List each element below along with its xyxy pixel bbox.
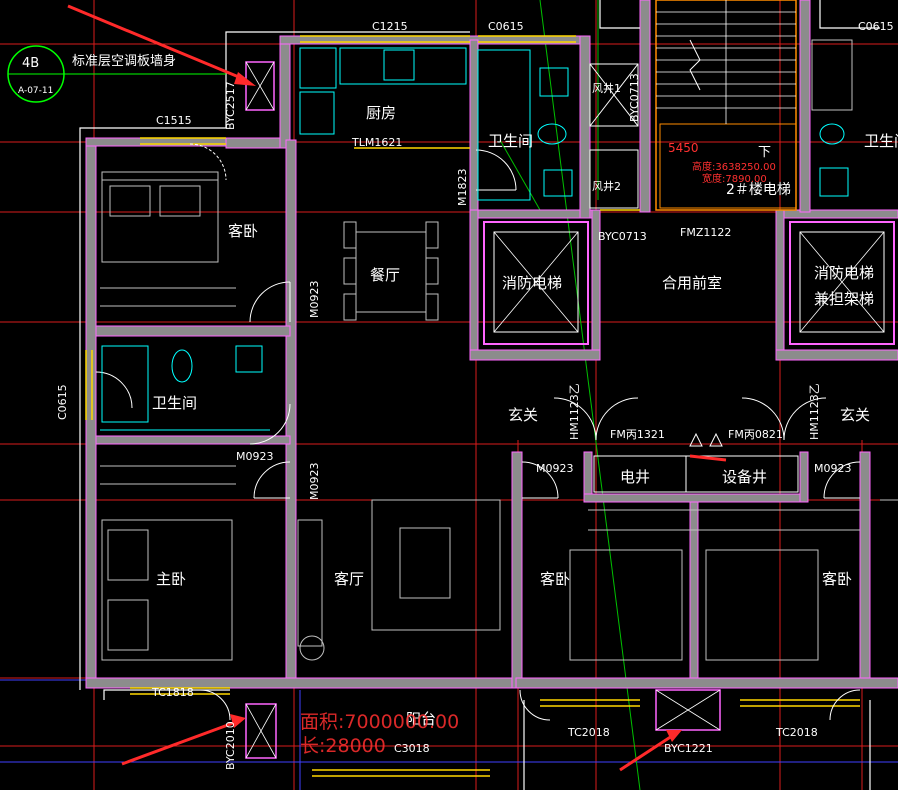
room-bath-left: 卫生间 (152, 394, 197, 412)
balcony-red-2: 长:28000 (300, 735, 386, 757)
tag-fm1321: FM丙1321 (610, 428, 665, 441)
stair-red-3: 宽度:7890.00 (702, 172, 767, 185)
room-bath-right: 卫生间 (864, 132, 898, 150)
balcony-red-1: 面积:7000000.00 (300, 711, 459, 733)
outer-wall-lines (79, 0, 880, 790)
tag-m0923a: M0923 (308, 281, 321, 319)
tag-m1823: M1823 (456, 169, 469, 207)
room-living: 客厅 (334, 570, 364, 588)
fixtures (100, 47, 849, 431)
tag-m0923e: M0923 (814, 462, 852, 475)
room-equip: 设备井 (722, 468, 767, 486)
vent-shafts (589, 63, 639, 209)
tag-tc2018a: TC2018 (567, 726, 610, 739)
tag-tlm1621: TLM1621 (351, 136, 402, 149)
room-vent2: 风井2 (592, 179, 621, 193)
green-lines (499, 0, 641, 790)
door-swings (95, 143, 861, 721)
tag-c0615c: C0615 (56, 384, 69, 420)
detail-tag: 4B (22, 56, 39, 71)
room-lift-fire2-line2: 兼担架梯 (814, 290, 874, 308)
tag-tc2018b: TC2018 (775, 726, 818, 739)
tag-c0615a: C0615 (488, 20, 524, 33)
tag-m0923c: M0923 (308, 463, 321, 501)
stair-down: 下 (758, 145, 771, 160)
tag-c1515: C1515 (156, 114, 192, 127)
ac-boards (245, 61, 721, 759)
tag-byc0713b: BYC0713 (628, 73, 641, 122)
tag-c0615b: C0615 (858, 20, 894, 33)
tag-byc1221: BYC1221 (664, 742, 713, 755)
element-tags: C1215 C0615 C0615 C1515 BYC2517 TLM1621 … (56, 20, 894, 770)
detail-sheet: A-07-11 (18, 86, 53, 96)
room-guest-tl: 客卧 (228, 222, 258, 240)
tag-c1215: C1215 (372, 20, 408, 33)
tag-hm1123b: HM1123乙 (808, 383, 821, 440)
tag-hm1123a: HM1123乙 (568, 383, 581, 440)
room-dining: 餐厅 (370, 266, 400, 284)
detail-callout (7, 45, 226, 103)
room-balcony: 阳台 (406, 710, 436, 728)
annotation-arrows (67, 4, 727, 772)
stair-red-1: 5450 (668, 141, 699, 155)
tag-byc2010: BYC2010 (224, 721, 237, 770)
tag-fmz1122: FMZ1122 (680, 226, 731, 239)
room-bath-top: 卫生间 (488, 132, 533, 150)
room-labels: 4B A-07-11 标准层空调板墙身 厨房 卫生间 卫生间 卫生间 客卧 餐厅… (18, 53, 898, 728)
room-guest-right: 客卧 (822, 570, 852, 588)
tag-byc0713: BYC0713 (598, 230, 647, 243)
dimension-readouts: 5450 高度:3638250.00 宽度:7890.00 面积:7000000… (300, 141, 776, 757)
room-master: 主卧 (156, 570, 186, 588)
furniture (100, 39, 898, 661)
stair (655, 0, 797, 211)
room-vent1: 风井1 (592, 81, 621, 95)
detail-title: 标准层空调板墙身 (72, 53, 176, 69)
tag-byc2517: BYC2517 (224, 81, 237, 130)
room-guest-center: 客卧 (540, 570, 570, 588)
tag-c3018: C3018 (394, 742, 430, 755)
room-lift-fire: 消防电梯 (502, 274, 562, 292)
tag-m0923d: M0923 (536, 462, 574, 475)
room-kitchen: 厨房 (366, 104, 396, 122)
shafts (593, 432, 799, 493)
stair-red-2: 高度:3638250.00 (692, 160, 776, 173)
tag-tc1818: TC1818 (151, 686, 194, 699)
room-elec: 电井 (620, 468, 650, 486)
tag-m0923b: M0923 (236, 450, 274, 463)
walls (85, 0, 898, 689)
elevators (483, 221, 895, 345)
tag-fm0821: FM丙0821 (728, 428, 783, 441)
windows (85, 35, 860, 777)
room-foyer-left: 玄关 (508, 406, 538, 424)
room-foyer-right: 玄关 (840, 406, 870, 424)
room-stair: 2＃楼电梯 (726, 182, 791, 198)
room-lift-fire2-line1: 消防电梯 (814, 264, 874, 282)
room-lobby: 合用前室 (662, 274, 722, 292)
